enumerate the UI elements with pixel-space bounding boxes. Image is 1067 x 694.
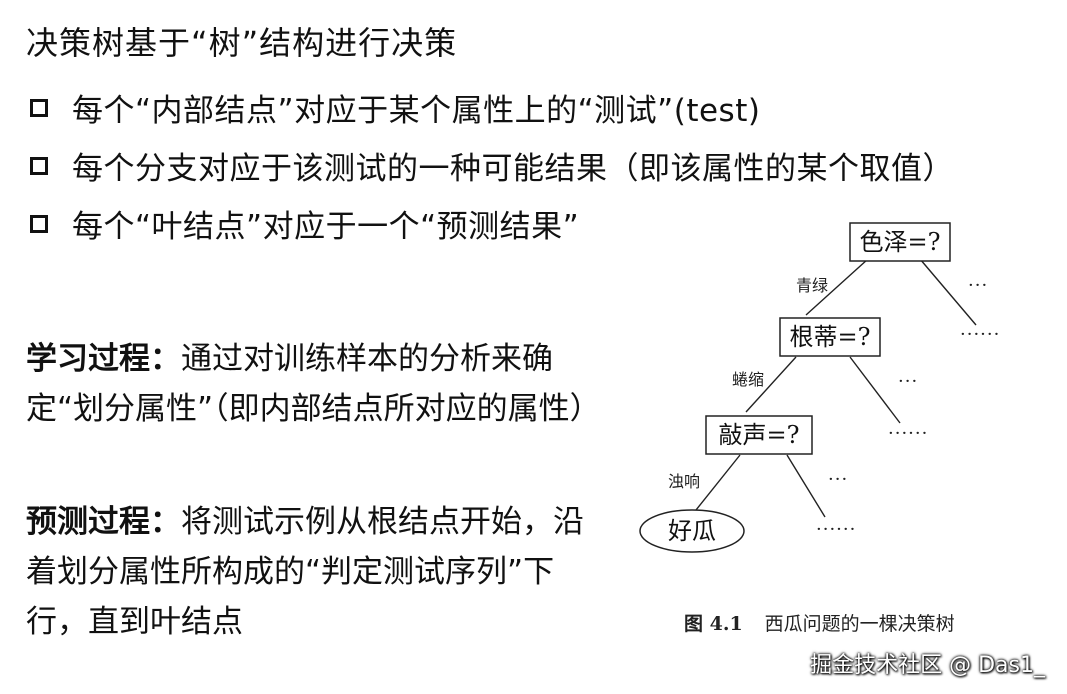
- tree-node-box: [705, 415, 813, 455]
- tree-edge: [745, 356, 797, 413]
- tree-node-box: [779, 317, 881, 357]
- tree-leaf-good-melon: 好瓜: [668, 517, 716, 545]
- tree-node-knock: 敲声=?: [719, 421, 800, 449]
- square-bullet-icon: [30, 215, 48, 233]
- tree-edge: [805, 258, 869, 316]
- bullet-item: 每个“内部结点”对应于某个属性上的“测试”(test): [30, 78, 954, 136]
- learning-paragraph: 学习过程：通过对训练样本的分析来确定“划分属性”（即内部结点所对应的属性）: [26, 334, 606, 434]
- ellipsis-long: ······: [960, 324, 1000, 345]
- prediction-label: 预测过程：: [26, 504, 181, 540]
- tree-node-root-stem: 根蒂=?: [790, 323, 871, 351]
- edge-label-green: 青绿: [796, 276, 828, 295]
- edge-label-dull: 浊响: [668, 472, 700, 491]
- learning-text: 通过对训练样本的分析来确定“划分属性”（即内部结点所对应的属性）: [26, 341, 601, 427]
- square-bullet-icon: [30, 157, 48, 175]
- ellipsis-short: ···: [828, 469, 848, 490]
- ellipsis-short: ···: [898, 371, 918, 392]
- figure-number: 图 4.1: [684, 613, 743, 635]
- prediction-text: 将测试示例从根结点开始，沿着划分属性所构成的“判定测试序列”下行，直到叶结点: [26, 504, 584, 640]
- prediction-paragraph: 预测过程：将测试示例从根结点开始，沿着划分属性所构成的“判定测试序列”下行，直到…: [26, 497, 606, 647]
- figure-caption-text: 西瓜问题的一棵决策树: [764, 613, 955, 635]
- bullet-list: 每个“内部结点”对应于某个属性上的“测试”(test) 每个分支对应于该测试的一…: [30, 78, 954, 252]
- tree-edge: [849, 356, 901, 424]
- ellipsis-long: ······: [816, 519, 856, 540]
- bullet-item: 每个分支对应于该测试的一种可能结果（即该属性的某个取值）: [30, 136, 954, 194]
- learning-label: 学习过程：: [26, 341, 181, 377]
- watermark: 掘金技术社区 @ Das1_: [810, 653, 1045, 678]
- edge-label-curled: 蜷缩: [732, 370, 764, 389]
- bullet-text: 每个“内部结点”对应于某个属性上的“测试”(test): [72, 92, 761, 129]
- bullet-text: 每个分支对应于该测试的一种可能结果（即该属性的某个取值）: [72, 150, 954, 187]
- tree-edge: [786, 454, 826, 518]
- tree-node-color: 色泽=?: [860, 228, 941, 256]
- figure-caption: 图 4.1 西瓜问题的一棵决策树: [684, 609, 955, 636]
- tree-edge: [919, 258, 977, 326]
- bullet-text: 每个“叶结点”对应于一个“预测结果”: [72, 208, 580, 245]
- tree-node-box: [849, 222, 951, 262]
- square-bullet-icon: [30, 99, 48, 117]
- tree-leaf-ellipse: [639, 509, 745, 553]
- ellipsis-long: ······: [888, 423, 928, 444]
- page-title: 决策树基于“树”结构进行决策: [26, 24, 458, 62]
- bullet-item: 每个“叶结点”对应于一个“预测结果”: [30, 194, 954, 252]
- decision-tree-diagram: 色泽=? 根蒂=? 敲声=? 好瓜 青绿 蜷缩 浊响 ··· ······ ··…: [639, 222, 1000, 553]
- ellipsis-short: ···: [968, 275, 988, 296]
- tree-edge: [695, 454, 741, 511]
